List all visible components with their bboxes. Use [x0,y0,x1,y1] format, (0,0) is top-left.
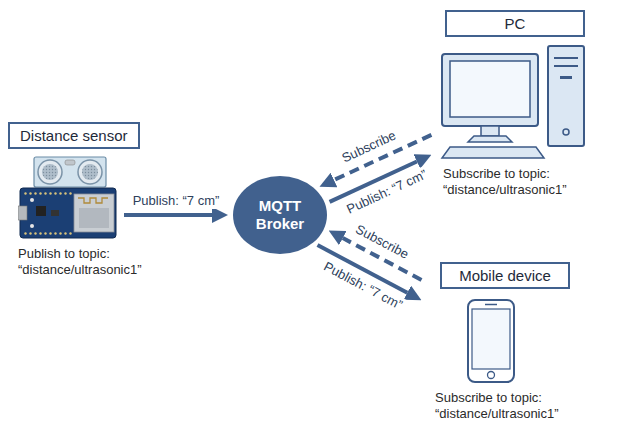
topic-caption: Subscribe to topic: “distance/ultrasonic… [435,390,610,422]
mobile-node: Mobile deviceSubscribe to topic: “distan… [425,258,610,424]
node-heading: Mobile device [440,262,570,289]
topic-caption: Subscribe to topic: “distance/ultrasonic… [443,166,615,198]
node-heading: Distance sensor [8,122,140,149]
edge-label: Publish: “7 cm” [130,193,223,209]
publish-arrow [124,213,212,217]
sensor-node: Distance sensorPublish to topic: “distan… [8,120,120,310]
broker-ellipse: MQTT Broker [232,175,328,255]
node-heading: PC [445,10,585,37]
pc-node: PC Subscribe to topic: “distance/ultrason… [435,6,617,196]
edge-label: Subscribe [350,220,414,264]
topic-caption: Publish to topic: “distance/ultrasonic1” [18,246,218,278]
sensor-illustration [18,156,118,242]
phone-illustration [466,298,516,384]
broker-label: MQTT Broker [248,197,312,233]
pc-illustration [440,44,588,162]
